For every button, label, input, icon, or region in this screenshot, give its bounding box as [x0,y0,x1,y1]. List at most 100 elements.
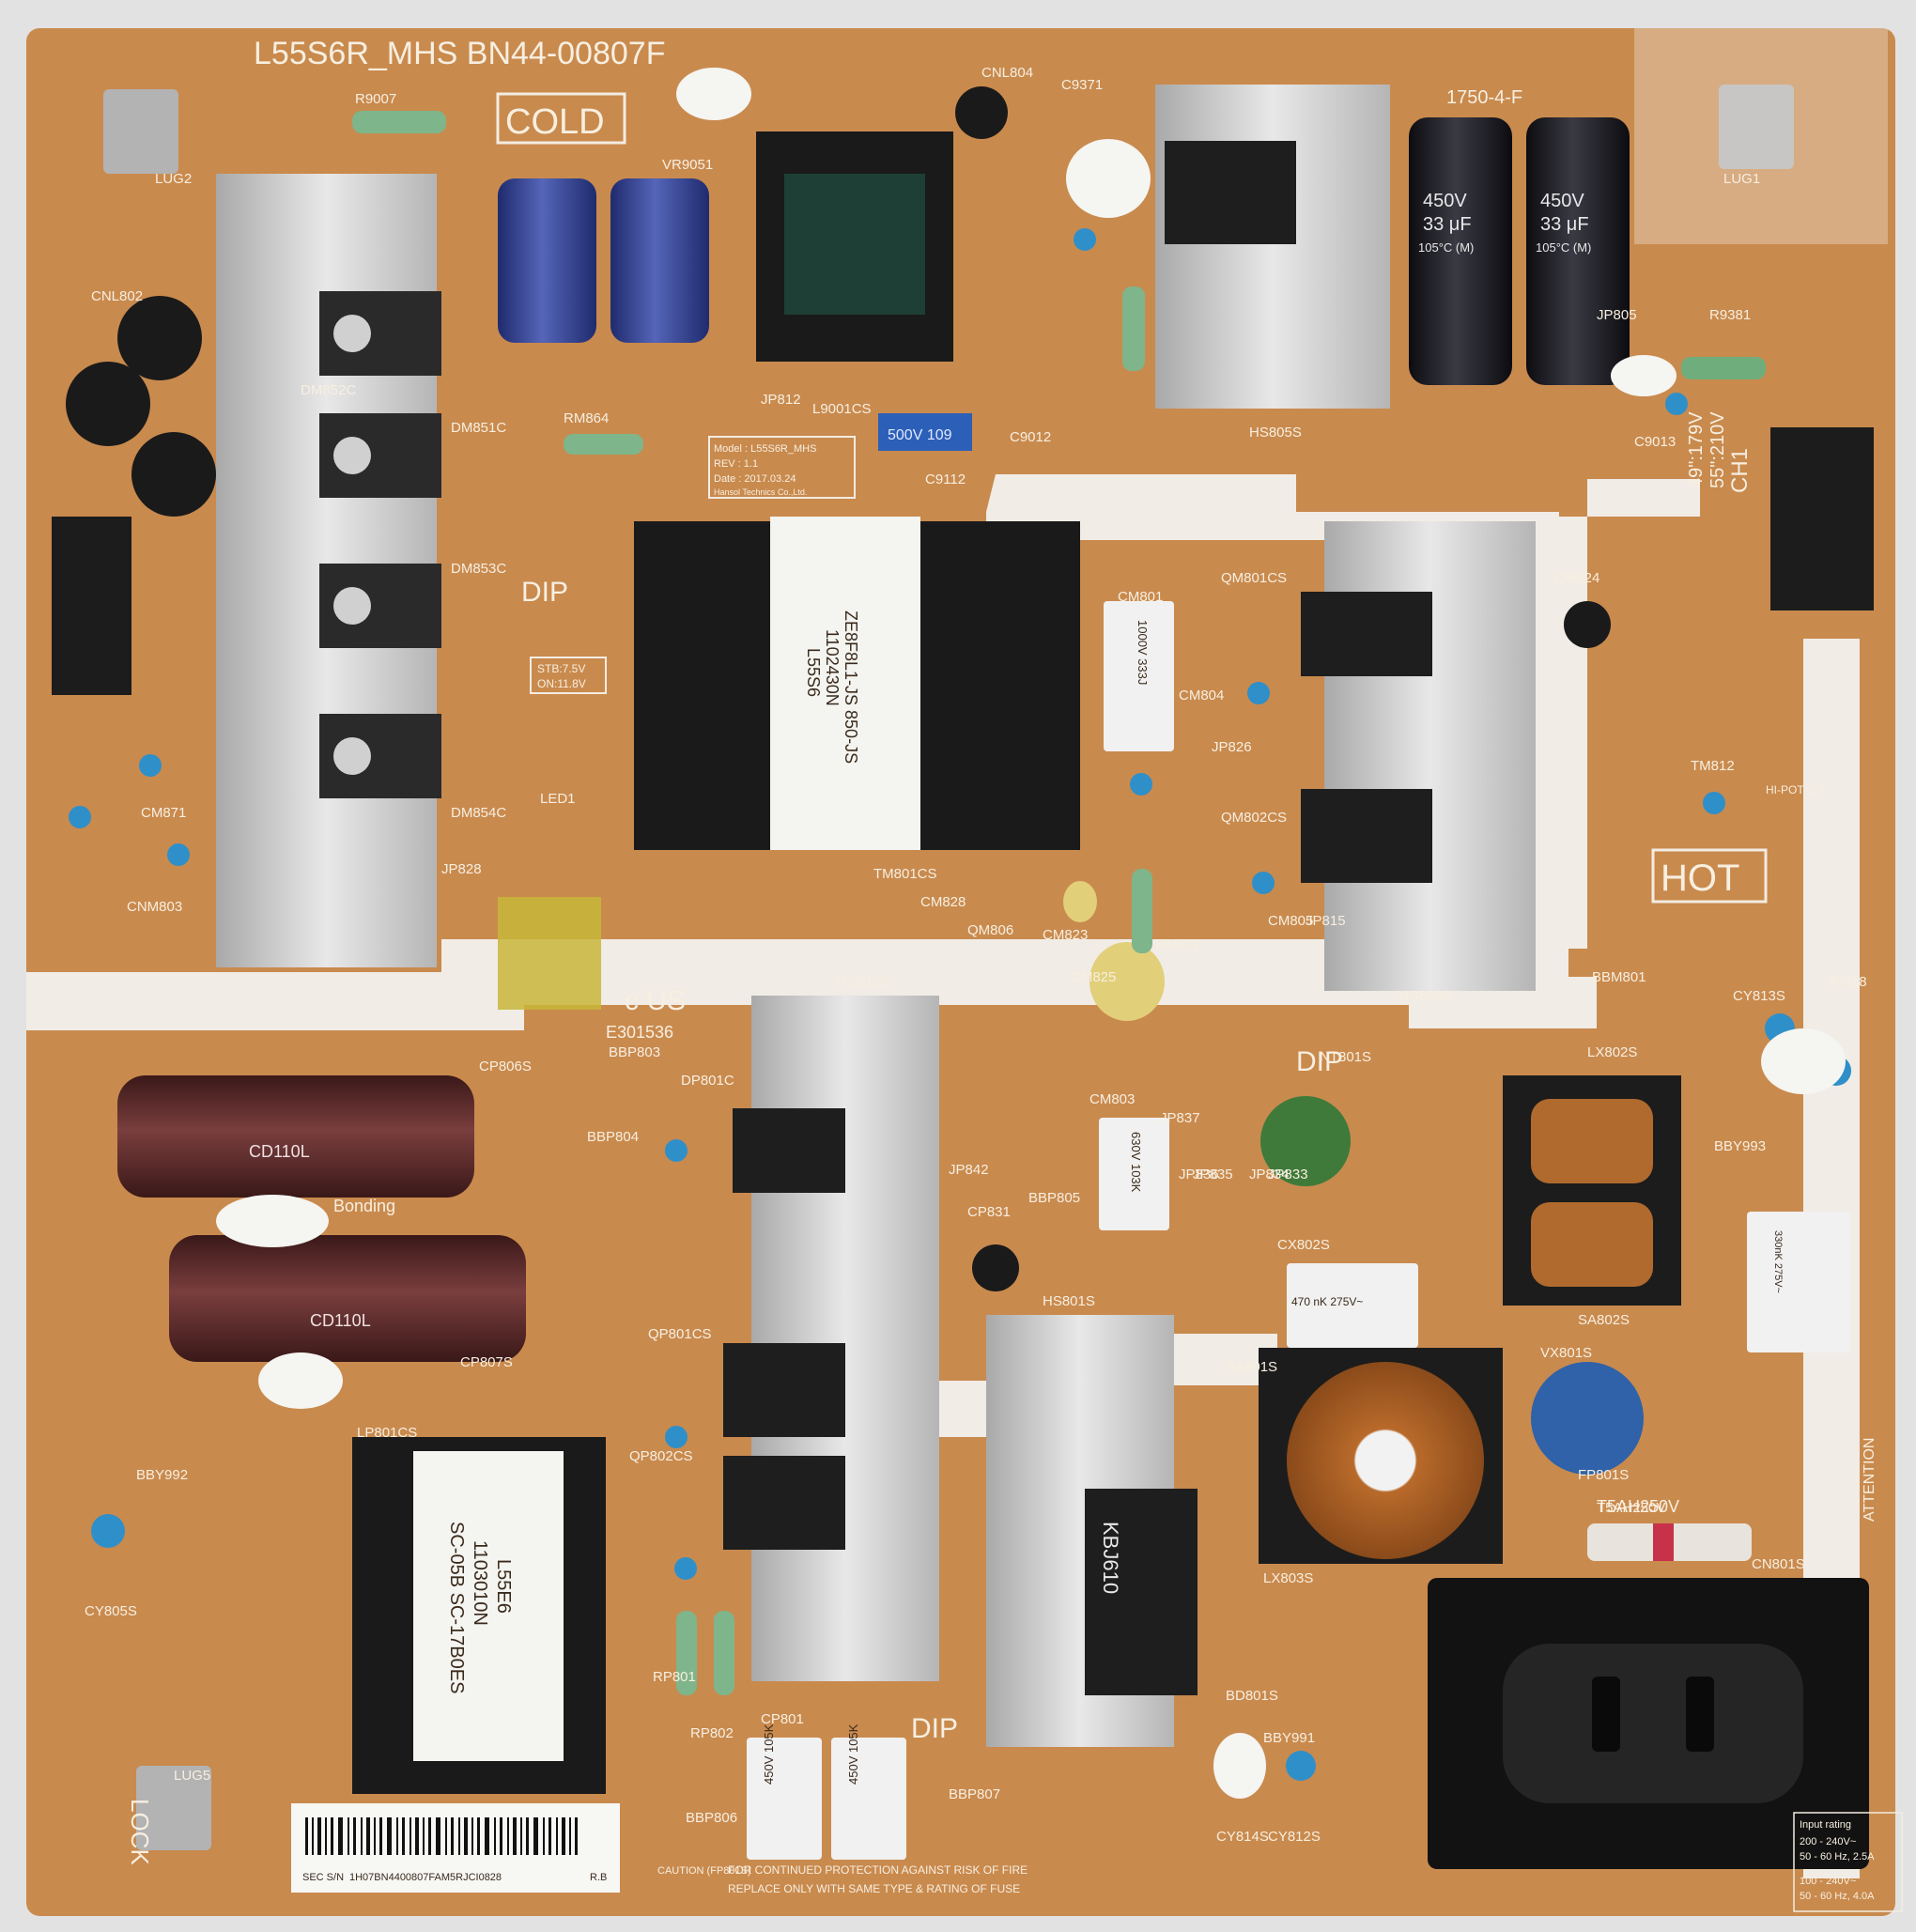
maroon-capacitors [117,1075,526,1362]
refdes-cm828: CM828 [920,894,966,910]
board-model-code: L55S6R_MHS BN44-00807F [254,36,665,71]
bonding-label: Bonding [333,1197,395,1215]
refdes-jp815: JP815 [1306,913,1346,929]
bulk-cap-2-capacitance: 33 μF [1540,214,1589,235]
bulk-cap-voltage: 450V [1423,191,1467,211]
maroon-cap-marking-2: CD110L [310,1311,371,1330]
caution-line-2: REPLACE ONLY WITH SAME TYPE & RATING OF … [728,1882,1020,1895]
refdes-c9112: C9112 [925,471,966,487]
main-transformer-line-1: ZE8F8L1-JS 850-JS [842,611,860,764]
caution-title: CAUTION (FP801S) [657,1865,751,1877]
panel-voltage-55: 55":210V [1707,411,1728,488]
film-capacitors [747,601,1850,1860]
refdes-dm854c: DM854C [451,805,506,821]
barcode-label: SEC S/N 1H07BN4400807FAM5RJCI0828 R.B [291,1803,620,1893]
refdes-jp842: JP842 [949,1162,989,1178]
refdes-qp802cs: QP802CS [629,1448,693,1464]
film-cap-450v-2: 450V 105K [846,1723,860,1785]
refdes-cp831: CP831 [967,1204,1011,1220]
lower-transformer-line-1: L55E6 [493,1559,514,1614]
refdes-bbp807: BBP807 [949,1786,1000,1802]
fuse-rating: T5AH250V [1597,1497,1679,1516]
model-name: Model : L55S6R_MHS [714,443,816,455]
mosfets-left [319,291,441,798]
model-revision: REV : 1.1 [714,458,758,470]
lower-transformer-line-2: 1103010N [470,1540,490,1626]
refdes-cm871: CM871 [141,805,186,821]
attention-label: ATTENTION [1862,1438,1877,1522]
mosfets-other [723,141,1432,1695]
refdes-bbp803: BBP803 [609,1044,660,1060]
hipot-label: HI-POT O.K [1766,783,1826,796]
bulk-cap-temp: 105°C (M) [1418,240,1474,255]
refdes-cm825: CM825 [1071,969,1116,985]
refdes-cn801s: CN801S [1752,1556,1805,1572]
refdes-qm802cs: QM802CS [1221,810,1287,826]
dip-label-right: DIP [1296,1046,1343,1077]
refdes-vx801s: VX801S [1540,1345,1592,1361]
film-cap-1000v: 1000V 333J [1136,620,1150,685]
refdes-bby992: BBY992 [136,1467,188,1483]
refdes-dm851c: DM851C [451,420,506,436]
refdes-jp834: JP834 [1249,1167,1290,1182]
dip-label-bottom: DIP [911,1713,958,1744]
film-cap-450v-1: 450V 105K [762,1723,776,1785]
refdes-cy813s: CY813S [1733,988,1785,1004]
maroon-cap-marking-1: CD110L [249,1142,310,1161]
refdes-cm804: CM804 [1179,688,1224,703]
small-capacitors [66,86,1611,1291]
common-mode-chokes [1259,1075,1681,1564]
refdes-jp833: JP833 [1268,1167,1308,1182]
lower-transformer-line-3: SC-05B SC-17B0ES [446,1522,467,1693]
refdes-c9012: C9012 [1010,429,1051,445]
refdes-bbp805: BBP805 [1028,1190,1080,1206]
refdes-jp805: JP805 [1597,307,1637,323]
refdes-cm801: CM801 [1118,589,1163,605]
refdes-rp801: RP801 [653,1669,696,1685]
hologram-sticker [498,897,601,1010]
refdes-sa801s: SA801S [1226,1359,1277,1375]
rating-line-3: 100 - 240V~ [1800,1876,1856,1887]
heatsink-center [751,996,939,1681]
refdes-lug5: LUG5 [174,1768,210,1784]
rating-line-1: 200 - 240V~ [1800,1836,1856,1847]
ul-mark: c US [625,985,686,1016]
refdes-bbm801: BBM801 [1592,969,1646,985]
bridge-rectifier-marking: KBJ610 [1099,1522,1122,1594]
heatsink-top-right [1155,85,1390,409]
bulk-cap-capacitance: 33 μF [1423,214,1472,235]
refdes-bby991: BBY991 [1263,1730,1315,1746]
cold-zone-label: COLD [505,102,605,142]
dip-label-left: DIP [521,577,568,608]
refdes-lug1: LUG1 [1723,171,1760,187]
panel-voltage-49: 49":179V [1686,411,1707,488]
refdes-l9001cs: L9001CS [812,401,872,417]
refdes-jp836: JP836 [1179,1167,1219,1182]
refdes-jp826: JP826 [1212,739,1252,755]
refdes-rm864: RM864 [564,410,609,426]
input-rating-box: Input rating 200 - 240V~ 50 - 60 Hz, 2.5… [1793,1812,1903,1912]
rating-line-2: 50 - 60 Hz, 2.5A [1800,1851,1875,1862]
transformers [352,131,1080,1794]
main-transformer-line-2: 1102430N [823,629,842,706]
refdes-c9013: C9013 [1634,434,1676,450]
refdes-led1: LED1 [540,791,576,807]
refdes-jp837: JP837 [1160,1110,1200,1126]
lock-label: LOCK [126,1799,154,1865]
refdes-qp801cs: QP801CS [648,1326,712,1342]
refdes-hs803s: HS803S [1399,988,1452,1004]
refdes-jp812: JP812 [761,392,801,408]
refdes-tm801cs: TM801CS [873,866,937,882]
refdes-cm823: CM823 [1043,927,1088,943]
refdes-cnm803: CNM803 [127,899,182,915]
model-maker: Hansol Technics Co.,Ltd. [714,487,807,497]
bulk-capacitors [1409,117,1630,385]
model-date: Date : 2017.03.24 [714,473,796,485]
hot-zone-label: HOT [1661,858,1739,899]
refdes-cy805s: CY805S [85,1603,137,1619]
refdes-lx803s: LX803S [1263,1570,1313,1586]
channel-label: CH1 [1727,448,1753,493]
refdes-lx802s: LX802S [1587,1044,1637,1060]
x-cap-2: 330nK 275V~ [1772,1230,1784,1293]
